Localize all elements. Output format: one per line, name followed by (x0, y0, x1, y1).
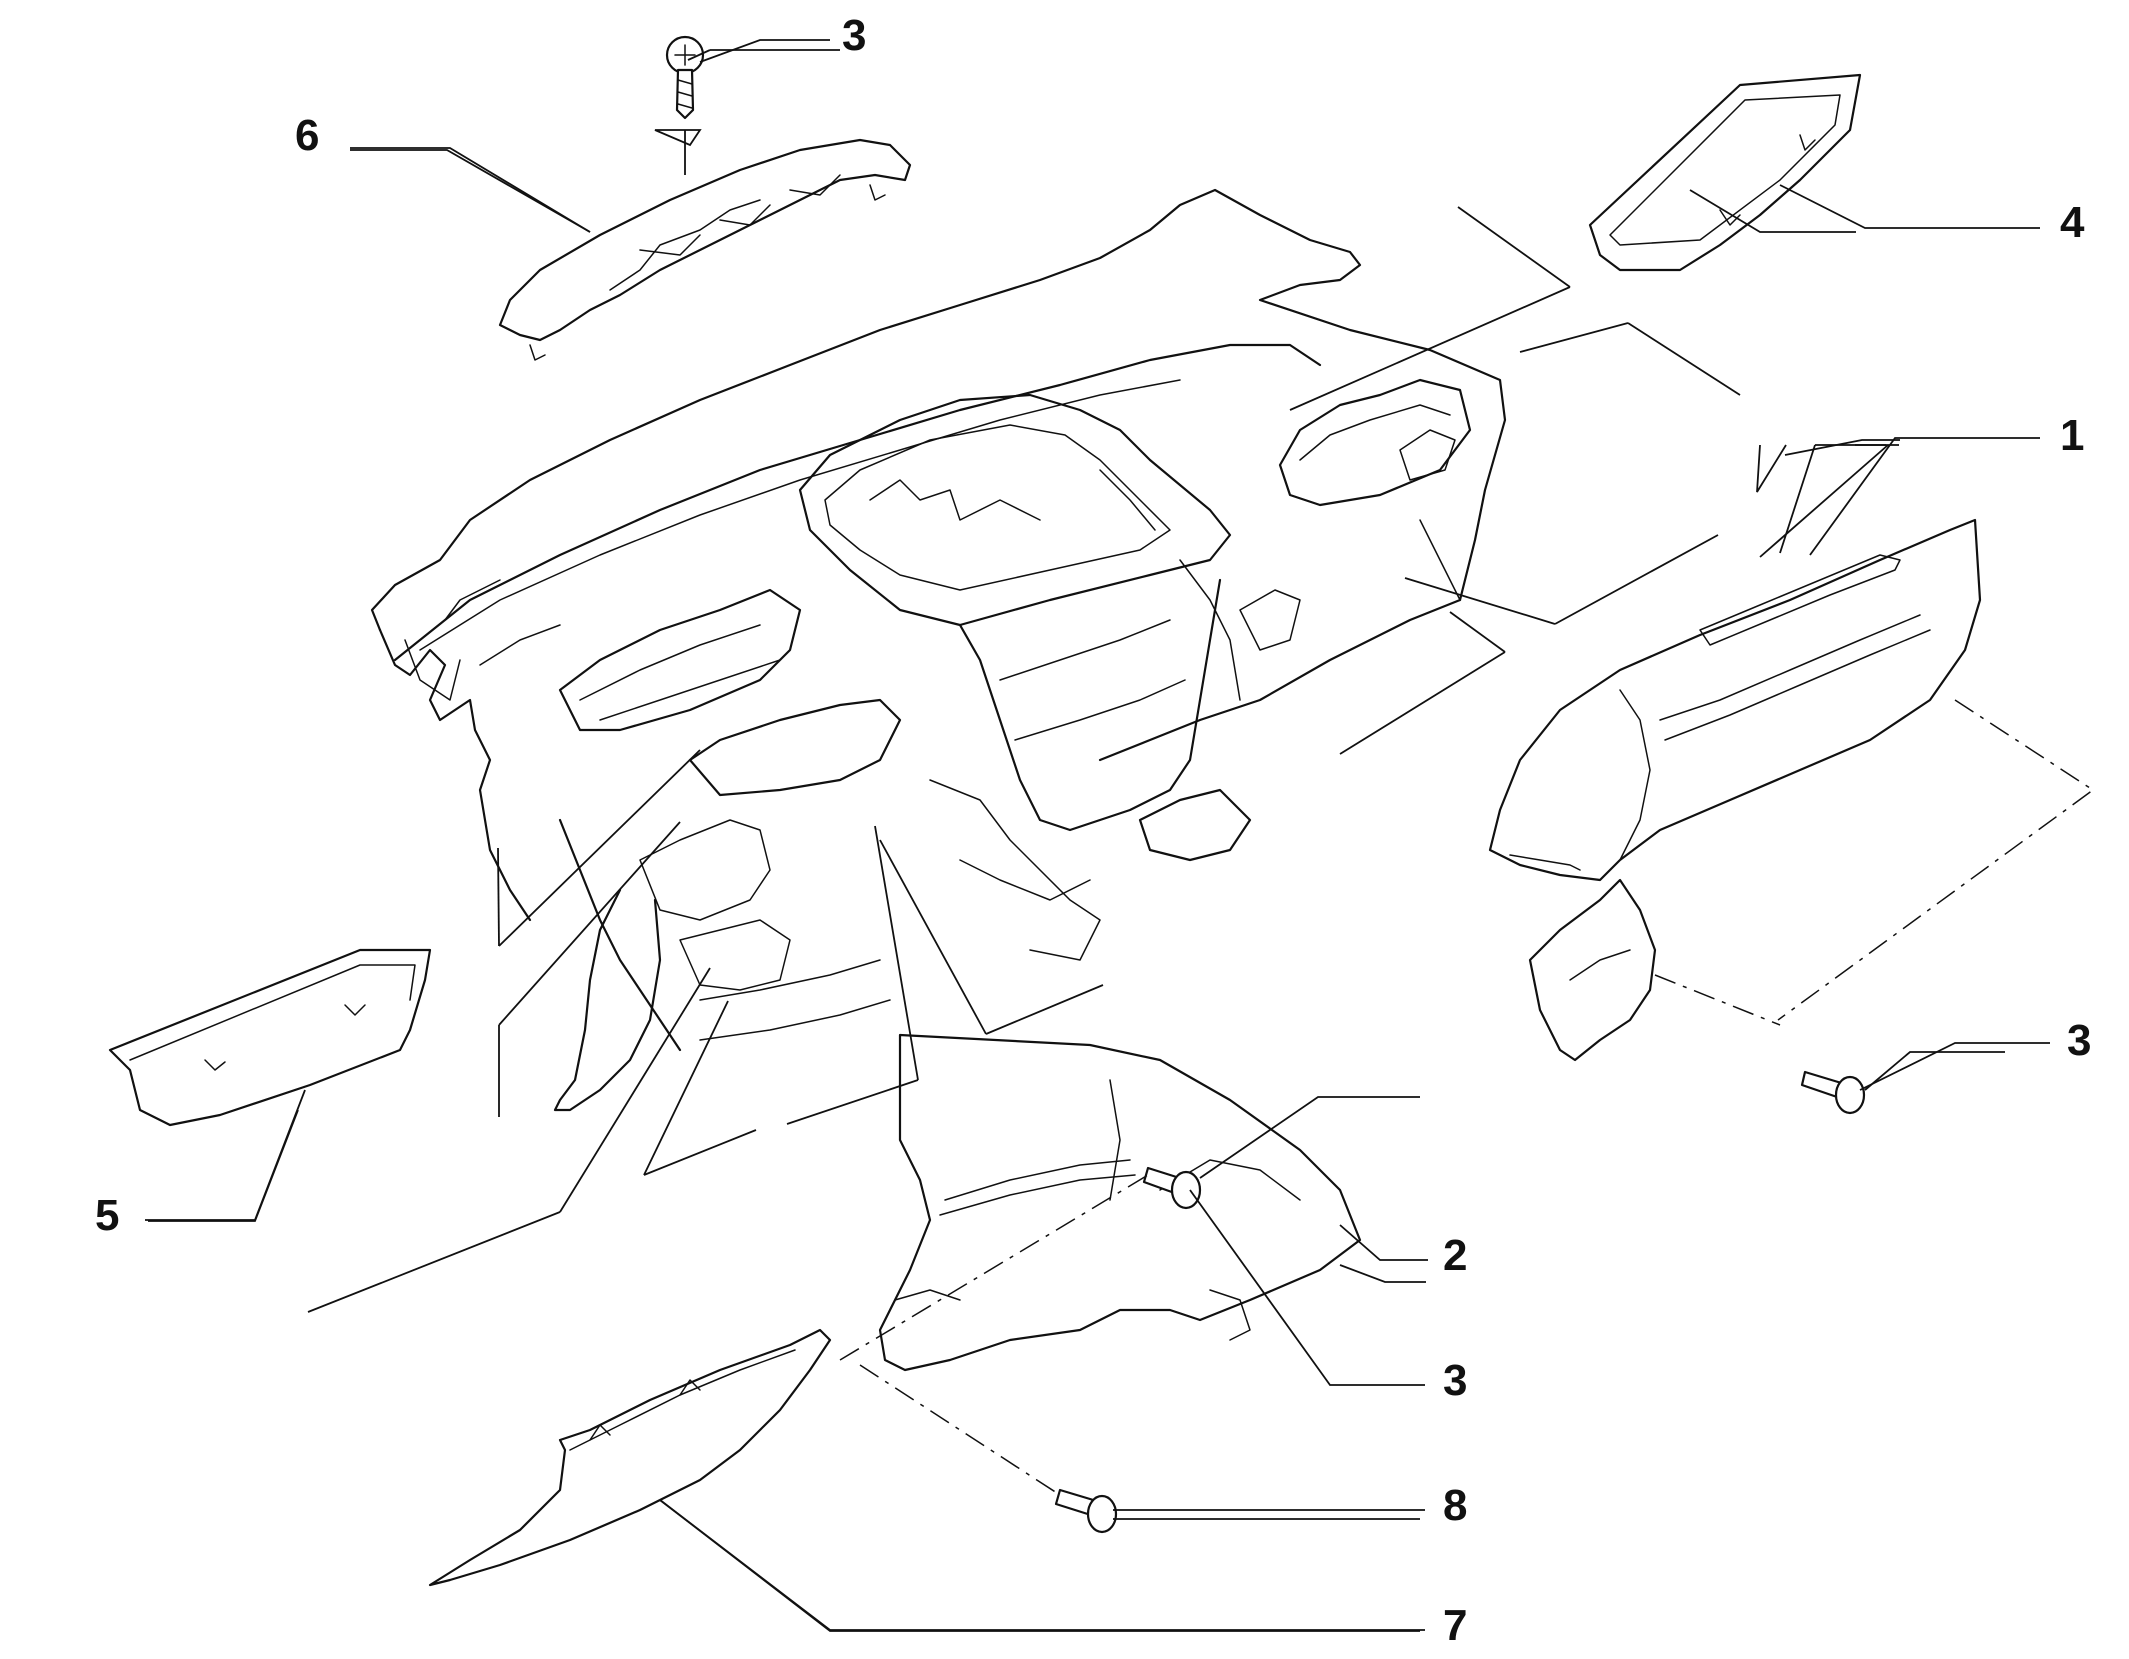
part-2-lower-panel (878, 1033, 1362, 1372)
assembly-guide-lines (307, 129, 2095, 1496)
callout-6: 6 (295, 111, 319, 160)
part-1-glovebox (1488, 518, 1982, 1062)
screw-3-right (1800, 1070, 1866, 1115)
dashboard-assembly (370, 188, 1507, 1112)
callout-2: 2 (1443, 1231, 1467, 1280)
part-7-lid (428, 1328, 832, 1587)
callout-labels: 1 2 3 3 3 4 5 6 7 8 (95, 11, 2091, 1650)
callout-5: 5 (95, 1191, 119, 1240)
callout-3-right: 3 (2067, 1016, 2091, 1065)
screw-8 (1054, 1488, 1118, 1534)
callout-leaders (148, 49, 2005, 1632)
part-4-tray (1588, 73, 1862, 272)
callout-1: 1 (2060, 411, 2084, 460)
callout-3-top: 3 (842, 11, 866, 60)
screw-3-top (665, 35, 705, 120)
part-6-vent (498, 138, 912, 361)
callout-8: 8 (1443, 1481, 1467, 1530)
part-5-tray (108, 948, 432, 1127)
callout-3-bottom: 3 (1443, 1356, 1467, 1405)
callout-4: 4 (2060, 198, 2085, 247)
callout-7: 7 (1443, 1601, 1467, 1650)
callout-leader-lines (145, 39, 2050, 1631)
